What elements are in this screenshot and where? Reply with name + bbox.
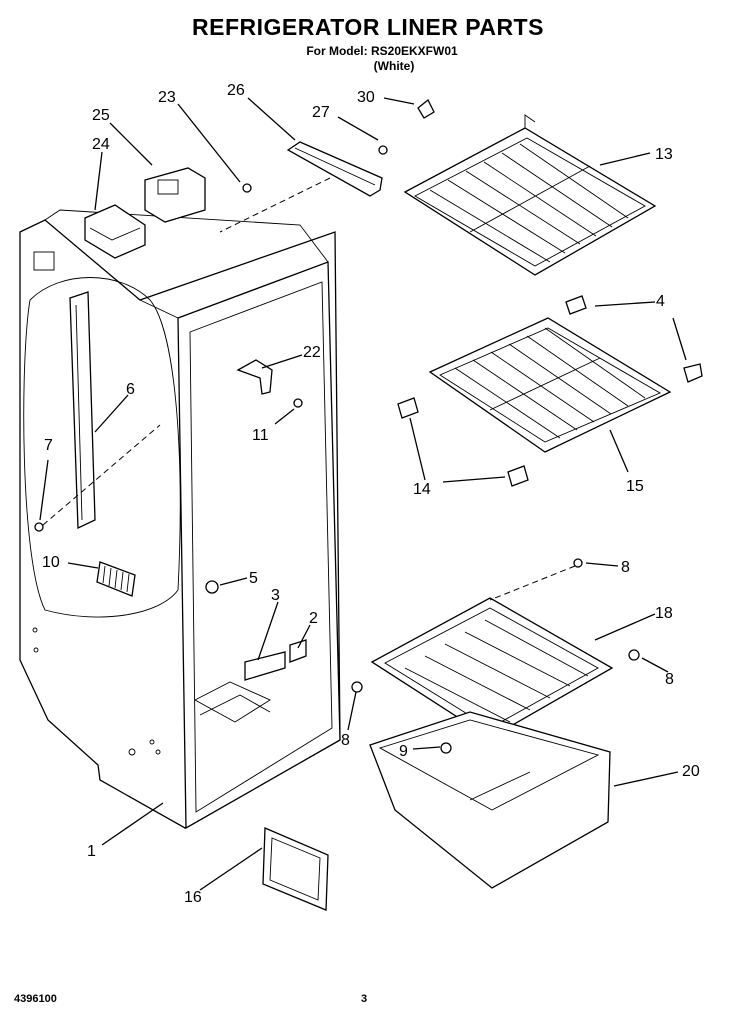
callout-8-top: 8 bbox=[621, 559, 630, 576]
callout-4: 4 bbox=[656, 293, 665, 310]
crisper-drawer bbox=[369, 711, 611, 889]
nut-5 bbox=[205, 580, 219, 594]
color-line: (White) bbox=[373, 59, 415, 73]
callout-1: 1 bbox=[87, 843, 96, 860]
cabinet-liner bbox=[19, 209, 341, 830]
callout-20: 20 bbox=[682, 763, 700, 780]
callout-10: 10 bbox=[42, 554, 60, 571]
top-trim bbox=[286, 98, 435, 197]
vent-grille bbox=[96, 561, 136, 597]
screw-11 bbox=[293, 398, 303, 408]
callout-15: 15 bbox=[626, 478, 644, 495]
callout-11: 11 bbox=[252, 427, 269, 444]
callout-2: 2 bbox=[309, 610, 318, 627]
callout-18: 18 bbox=[655, 605, 673, 622]
upper-shelf bbox=[403, 114, 657, 276]
bracket-22 bbox=[236, 359, 273, 395]
page-title: REFRIGERATOR LINER PARTS bbox=[192, 14, 544, 40]
crisper-cover bbox=[351, 558, 640, 739]
callout-22: 22 bbox=[303, 344, 321, 361]
callout-3: 3 bbox=[271, 587, 280, 604]
callout-13: 13 bbox=[655, 146, 673, 163]
middle-shelf bbox=[397, 295, 703, 487]
callout-25: 25 bbox=[92, 107, 110, 124]
callout-8-left: 8 bbox=[341, 732, 350, 749]
callout-5: 5 bbox=[249, 570, 258, 587]
vertical-rail bbox=[69, 291, 96, 530]
document-number: 4396100 bbox=[14, 993, 57, 1005]
callout-26: 26 bbox=[227, 82, 245, 99]
callout-24: 24 bbox=[92, 136, 110, 153]
panel-16 bbox=[262, 827, 329, 911]
callout-numbers: 25 24 23 26 27 30 13 4 22 11 6 7 14 15 1… bbox=[42, 82, 700, 906]
callout-8-right: 8 bbox=[665, 671, 674, 688]
model-line: For Model: RS20EKXFW01 bbox=[306, 44, 458, 58]
callout-30: 30 bbox=[357, 89, 375, 106]
leader-lines bbox=[39, 97, 687, 891]
page-number: 3 bbox=[361, 993, 368, 1005]
screw-7 bbox=[34, 522, 44, 532]
callout-23: 23 bbox=[158, 89, 176, 106]
control-housing bbox=[84, 167, 252, 259]
callout-16: 16 bbox=[184, 889, 202, 906]
callout-7: 7 bbox=[44, 437, 53, 454]
callout-14: 14 bbox=[413, 481, 431, 498]
callout-27: 27 bbox=[312, 104, 330, 121]
bracket-3 bbox=[244, 651, 286, 681]
callout-9: 9 bbox=[399, 743, 408, 760]
callout-6: 6 bbox=[126, 381, 135, 398]
